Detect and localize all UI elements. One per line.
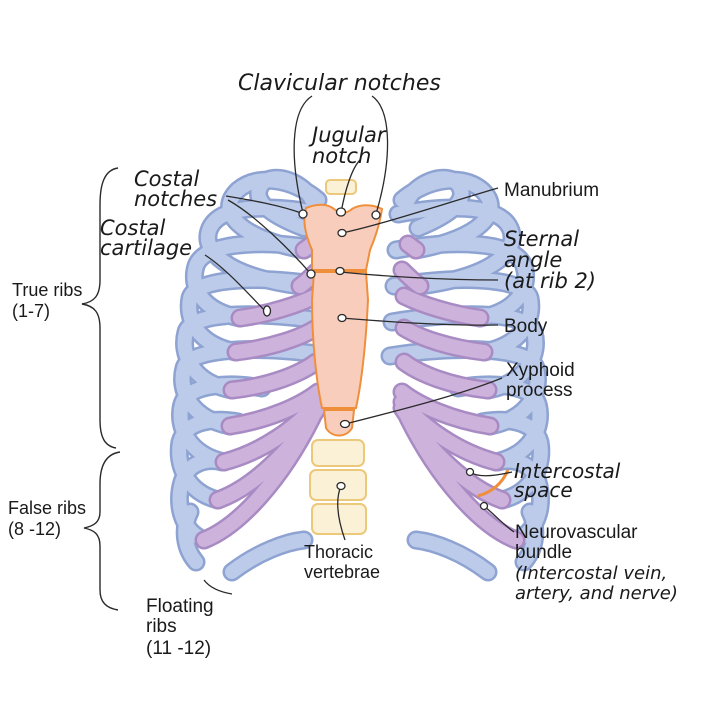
label-manubrium: Manubrium (504, 180, 599, 201)
label-body: Body (504, 316, 548, 337)
label-true-ribs-line1: True ribs (12, 280, 82, 300)
label-clavicular-notches: Clavicular notches (238, 71, 441, 96)
label-jugular-notch-line2: notch (312, 144, 371, 168)
sternum-body-shape (310, 271, 370, 409)
label-thoracic-line2: vertebrae (304, 562, 380, 582)
costal-cartilage (194, 234, 526, 550)
sternum (303, 203, 384, 437)
label-sternal-angle-line1: Sternal (504, 227, 579, 251)
label-floating-ribs-line3: (11 -12) (146, 638, 211, 659)
label-costal-notches-line1: Costal (134, 167, 200, 191)
label-xyphoid-line2: process (506, 380, 573, 401)
label-true-ribs-line2: (1-7) (12, 301, 50, 321)
label-neurovascular-line1: Neurovascular (515, 522, 638, 543)
label-intercostal-line1: Intercostal (514, 459, 621, 483)
manubrium-shape (303, 203, 384, 271)
label-neurovascular-line2: bundle (515, 542, 572, 563)
label-costal-cartilage-line2: cartilage (100, 236, 192, 260)
label-neurovascular-line4: artery, and nerve) (515, 583, 678, 604)
label-floating-ribs-line2: ribs (146, 616, 177, 637)
leader-lines (203, 95, 515, 595)
label-false-ribs-line1: False ribs (8, 498, 86, 518)
label-sternal-angle-line2: angle (504, 248, 562, 272)
label-thoracic-line1: Thoracic (304, 542, 373, 562)
label-sternal-angle-line3: (at rib 2) (504, 269, 596, 293)
label-costal-notches-line2: notches (134, 187, 217, 211)
true-ribs-bracket (81, 167, 119, 449)
label-floating-ribs-line1: Floating (146, 596, 214, 617)
xiphoid-shape (322, 409, 356, 437)
label-intercostal-line2: space (514, 478, 573, 502)
rib-group-brackets (81, 167, 121, 611)
label-neurovascular-line3: (Intercostal vein, (515, 563, 667, 584)
label-jugular-notch-line1: Jugular (308, 123, 387, 147)
label-costal-cartilage-line1: Costal (100, 216, 166, 240)
labels: Clavicular notches Jugular notch Costal … (8, 71, 678, 659)
label-xyphoid-line1: Xyphoid (506, 360, 575, 381)
label-false-ribs-line2: (8 -12) (8, 519, 61, 539)
false-ribs-bracket (83, 451, 121, 611)
pin-markers (262, 207, 489, 511)
